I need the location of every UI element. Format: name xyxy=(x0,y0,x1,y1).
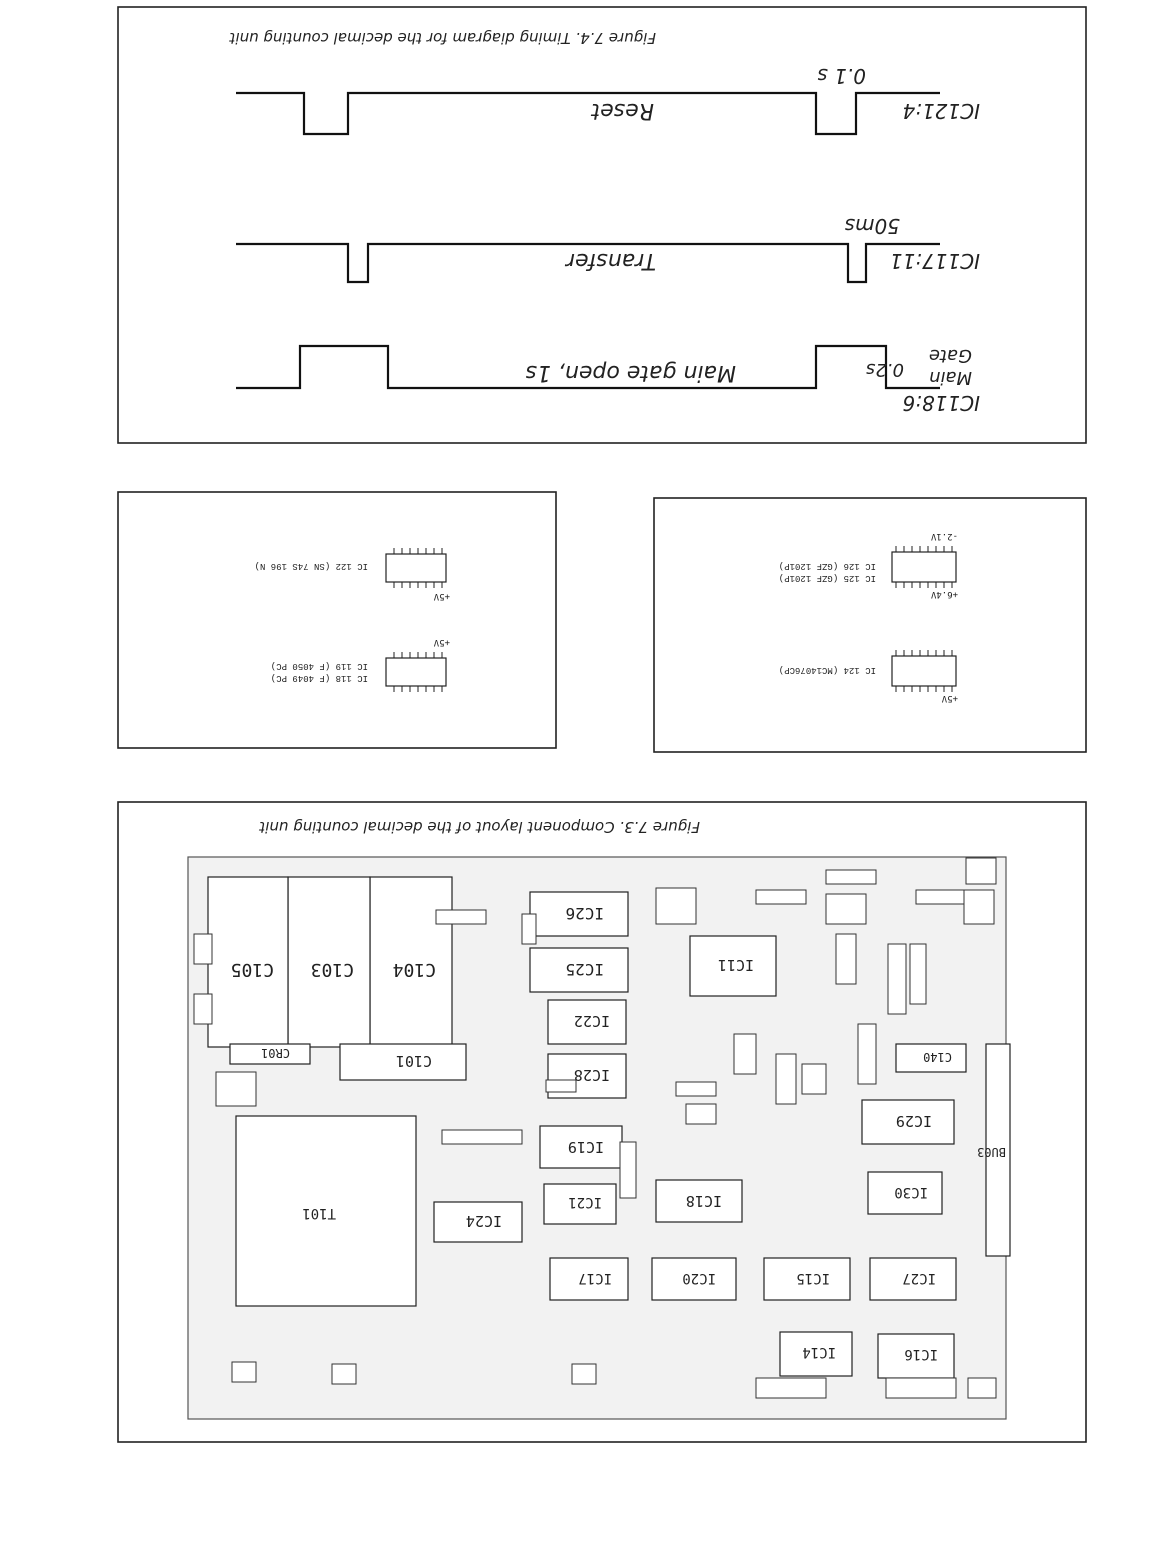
t101-transformer xyxy=(235,1115,417,1307)
main-gate-waveform xyxy=(236,344,940,390)
ic22-label: IC22 xyxy=(574,1012,610,1030)
ic125-text: IC 125 (GZF 1201P) xyxy=(779,573,876,583)
ic15-label: IC15 xyxy=(796,1270,830,1286)
ic25-label: IC25 xyxy=(565,960,604,979)
pinout-panel-left: IC 125 (GZF 1201P) IC 126 (GZF 1201P) -2… xyxy=(653,497,1087,753)
ic21 xyxy=(543,1183,617,1225)
ic119-text: IC 119 (F 4050 PC) xyxy=(271,661,368,671)
transfer-duration: 50ms xyxy=(845,214,900,238)
ic24-label: IC24 xyxy=(466,1212,502,1230)
ic16 xyxy=(877,1333,955,1379)
pinout-frame-b xyxy=(117,491,557,749)
ic17 xyxy=(549,1257,629,1301)
transfer-label: Transfer xyxy=(564,248,656,273)
c101-cap xyxy=(339,1043,467,1081)
c101-label: C101 xyxy=(396,1052,432,1070)
ic126-text: IC 126 (GZF 1201P) xyxy=(779,561,876,571)
layout-caption: Figure 7.3. Component layout of the deci… xyxy=(258,818,700,836)
ic122-chip xyxy=(385,553,447,583)
ic25 xyxy=(529,947,629,993)
ic18 xyxy=(655,1179,743,1223)
c104-cap xyxy=(369,876,453,1048)
main-gate-sublabel-2: Gate xyxy=(929,345,972,366)
ic26 xyxy=(529,891,629,937)
ic124-supply: +5V xyxy=(941,693,958,703)
main-gate-duration: 0.2s xyxy=(866,359,904,380)
ic20-label: IC20 xyxy=(682,1270,716,1286)
ic118-supply: +5V xyxy=(433,637,450,647)
ic27 xyxy=(869,1257,957,1301)
timing-frame xyxy=(117,6,1087,444)
supply-pos: +6.4V xyxy=(930,589,958,599)
ic122-label: IC 122 (SN 74S 196 N) xyxy=(255,561,368,571)
c105-label: C105 xyxy=(231,959,274,980)
ic14-label: IC14 xyxy=(802,1344,836,1360)
ic19 xyxy=(539,1125,623,1169)
c105-cap xyxy=(207,876,289,1048)
transfer-signal-label: IC117:11 xyxy=(890,249,980,273)
ic27-label: IC27 xyxy=(902,1270,936,1286)
reset-signal-label: IC121:4 xyxy=(903,99,981,123)
reset-waveform xyxy=(236,91,940,136)
ic24 xyxy=(433,1201,523,1243)
ic124-chip xyxy=(891,655,957,687)
ic14 xyxy=(779,1331,853,1377)
main-gate-label: Main gate open, 1s xyxy=(526,360,736,385)
main-gate-signal-label: IC118:6 xyxy=(903,391,981,415)
ic-pinout-chip xyxy=(891,551,957,583)
bu03-connector xyxy=(985,1043,1011,1257)
reset-duration: 0.1 s xyxy=(817,64,866,88)
ic30-label: IC30 xyxy=(894,1184,928,1200)
ic26-label: IC26 xyxy=(565,904,604,923)
ic124-text: IC 124 (MC14076CP) xyxy=(779,665,876,675)
ic118-text: IC 118 (F 4049 PC) xyxy=(271,673,368,683)
ic118-chip xyxy=(385,657,447,687)
ic18-label: IC18 xyxy=(686,1192,722,1210)
c103-label: C103 xyxy=(311,959,354,980)
small-components xyxy=(193,857,997,1399)
ic15 xyxy=(763,1257,851,1301)
ic19-label: IC19 xyxy=(568,1138,604,1156)
pinout-frame-a xyxy=(653,497,1087,753)
ic29-label: IC29 xyxy=(896,1112,932,1130)
cr01 xyxy=(229,1043,311,1065)
cr01-label: CR01 xyxy=(261,1046,290,1060)
c104-label: C104 xyxy=(393,959,436,980)
pinout-panel-right: IC 122 (SN 74S 196 N) IC 122 (SN 74S 196… xyxy=(117,491,557,749)
ic17-label: IC17 xyxy=(578,1270,612,1286)
timing-caption: Figure 7.4. Timing diagram for the decim… xyxy=(228,29,656,47)
ic22 xyxy=(547,999,627,1045)
transfer-waveform xyxy=(236,242,940,284)
supply-neg: -2.1V xyxy=(930,531,958,541)
layout-frame xyxy=(117,801,1087,1443)
main-gate-sublabel-1: Main xyxy=(929,367,972,388)
ic28-label: IC28 xyxy=(574,1066,610,1084)
bu03-label: BU03 xyxy=(977,1145,1006,1159)
component-layout-panel: Figure 7.3. Component layout of the deci… xyxy=(117,801,1087,1443)
ic20 xyxy=(651,1257,737,1301)
ic29 xyxy=(861,1099,955,1145)
ic21-label: IC21 xyxy=(568,1194,602,1210)
timing-diagram-panel: Figure 7.4. Timing diagram for the decim… xyxy=(117,6,1087,444)
c140 xyxy=(895,1043,967,1073)
ic11-label: IC11 xyxy=(718,956,754,974)
ic16-label: IC16 xyxy=(904,1346,938,1362)
ic122-supply: +5V xyxy=(433,591,450,601)
ic30 xyxy=(867,1171,943,1215)
t101-label: T101 xyxy=(302,1205,336,1221)
c140-label: C140 xyxy=(923,1050,952,1064)
reset-label: Reset xyxy=(590,98,654,123)
ic11 xyxy=(689,935,777,997)
